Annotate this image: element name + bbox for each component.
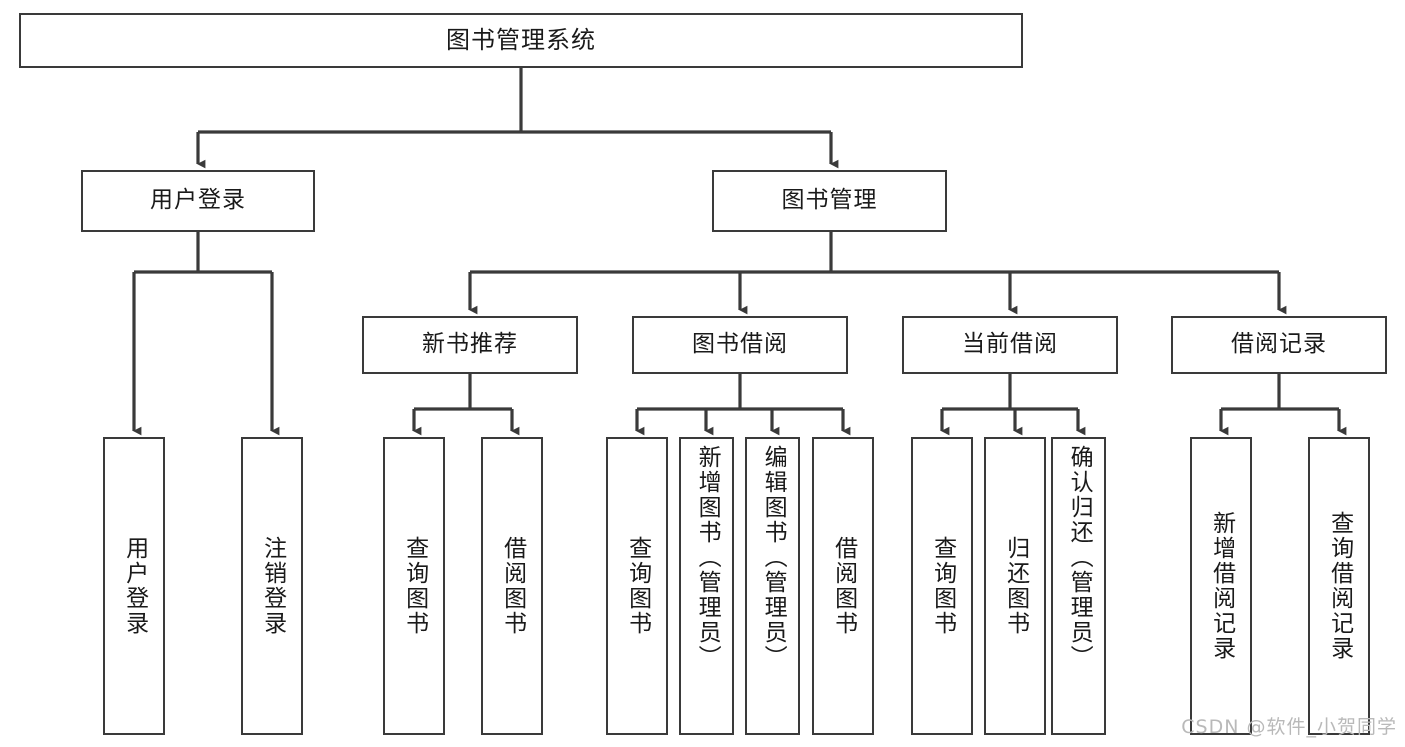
- node-current-borrow[interactable]: 当前借阅: [902, 316, 1118, 374]
- node-book-manage-label: 图书管理: [781, 187, 878, 214]
- node-leaf-return-book[interactable]: 归还图书: [984, 437, 1046, 735]
- node-leaf-borrow-book-borrow[interactable]: 借阅图书: [812, 437, 874, 735]
- node-leaf-add-borrow-record-label: 新增借阅记录: [1208, 511, 1235, 661]
- node-user-login[interactable]: 用户登录: [81, 170, 315, 232]
- node-leaf-borrow-book-recommend-label: 借阅图书: [499, 536, 526, 636]
- node-leaf-confirm-return-admin-label: 确认归还（管理员）: [1066, 445, 1093, 670]
- node-book-borrow-label: 图书借阅: [692, 331, 788, 358]
- node-book-borrow[interactable]: 图书借阅: [632, 316, 848, 374]
- node-leaf-borrow-book-borrow-label: 借阅图书: [830, 536, 857, 636]
- node-leaf-edit-book-admin[interactable]: 编辑图书（管理员）: [745, 437, 800, 735]
- node-root-label: 图书管理系统: [446, 26, 596, 55]
- node-leaf-return-book-label: 归还图书: [1002, 536, 1029, 636]
- node-leaf-add-book-admin[interactable]: 新增图书（管理员）: [679, 437, 734, 735]
- node-book-manage[interactable]: 图书管理: [712, 170, 947, 232]
- node-current-borrow-label: 当前借阅: [962, 331, 1058, 358]
- watermark: CSDN @软件_小贺同学: [1181, 716, 1397, 738]
- node-leaf-query-book-borrow[interactable]: 查询图书: [606, 437, 668, 735]
- node-leaf-query-borrow-record-label: 查询借阅记录: [1326, 511, 1353, 661]
- node-leaf-user-login-label: 用户登录: [121, 536, 148, 636]
- node-leaf-query-book-borrow-label: 查询图书: [624, 536, 651, 636]
- node-new-book-recommend[interactable]: 新书推荐: [362, 316, 578, 374]
- node-new-book-recommend-label: 新书推荐: [422, 331, 518, 358]
- node-leaf-add-borrow-record[interactable]: 新增借阅记录: [1190, 437, 1252, 735]
- node-user-login-label: 用户登录: [150, 187, 246, 214]
- node-leaf-query-book-recommend[interactable]: 查询图书: [383, 437, 445, 735]
- node-leaf-borrow-book-recommend[interactable]: 借阅图书: [481, 437, 543, 735]
- node-leaf-confirm-return-admin[interactable]: 确认归还（管理员）: [1051, 437, 1106, 735]
- node-borrow-record[interactable]: 借阅记录: [1171, 316, 1387, 374]
- node-leaf-add-book-admin-label: 新增图书（管理员）: [694, 445, 721, 670]
- node-leaf-logout[interactable]: 注销登录: [241, 437, 303, 735]
- node-root[interactable]: 图书管理系统: [19, 13, 1023, 68]
- node-leaf-edit-book-admin-label: 编辑图书（管理员）: [760, 445, 787, 670]
- node-leaf-query-book-current-label: 查询图书: [929, 536, 956, 636]
- node-leaf-query-book-recommend-label: 查询图书: [401, 536, 428, 636]
- node-borrow-record-label: 借阅记录: [1231, 331, 1327, 358]
- node-leaf-query-borrow-record[interactable]: 查询借阅记录: [1308, 437, 1370, 735]
- node-leaf-logout-label: 注销登录: [259, 536, 286, 636]
- node-leaf-query-book-current[interactable]: 查询图书: [911, 437, 973, 735]
- node-leaf-user-login[interactable]: 用户登录: [103, 437, 165, 735]
